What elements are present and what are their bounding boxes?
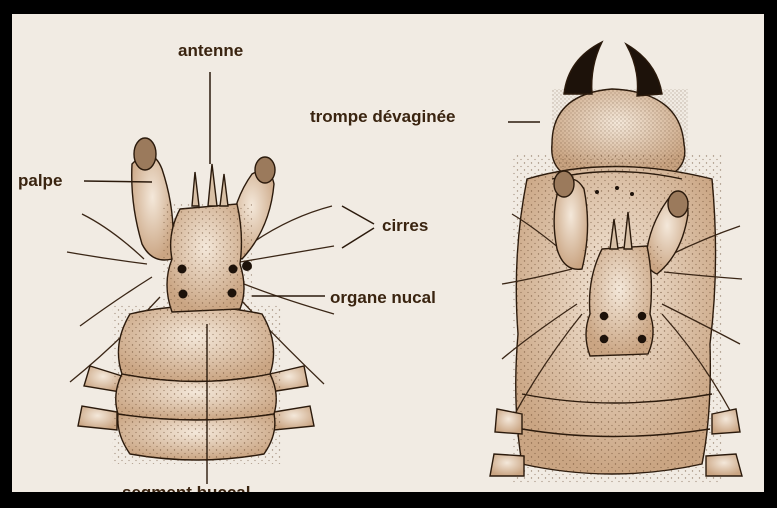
label-antenne: antenne <box>178 42 243 59</box>
worm-left <box>67 138 334 484</box>
label-segment-buccal: segment buccal <box>122 484 251 492</box>
label-trompe-devaginee: trompe dévaginée <box>310 108 456 125</box>
label-organe-nucal: organe nucal <box>330 289 436 306</box>
worm-anatomy-illustration <box>12 14 764 492</box>
illustration-panel: antenne palpe cirres organe nucal segmen… <box>12 14 764 492</box>
worm-right <box>490 42 742 484</box>
jaw-right <box>626 44 662 96</box>
label-palpe: palpe <box>18 172 62 189</box>
label-cirres: cirres <box>382 217 428 234</box>
jaw-left <box>564 42 602 94</box>
antenne-left <box>192 172 199 206</box>
